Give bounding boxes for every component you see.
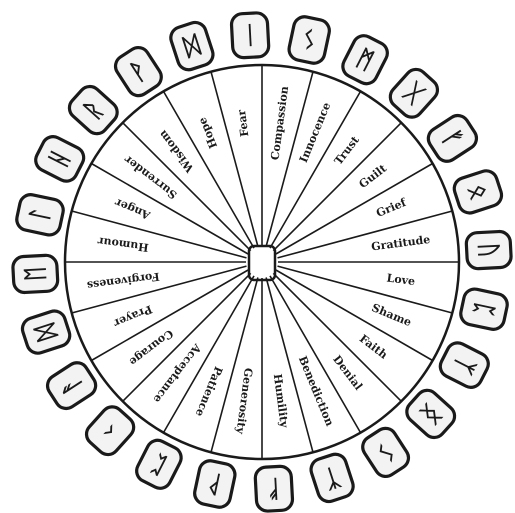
rune-glyph: ᛁ <box>242 21 258 50</box>
rune-tile: ᛉ <box>437 339 493 391</box>
emotion-label: Humour <box>97 234 150 254</box>
rune-tile: ᚲ <box>82 402 138 459</box>
rune-tile: ᛟ <box>451 168 504 216</box>
rune-tile: ᛈ <box>133 437 185 493</box>
spoke-line <box>211 72 258 247</box>
rune-tile: ᚨ <box>43 359 100 413</box>
rune-tile: ᚹ <box>111 43 165 100</box>
rune-tile: ᛝ <box>402 386 459 442</box>
rune-tile: ᛊ <box>359 424 413 481</box>
emotion-label: Fear <box>235 109 251 138</box>
emotion-label: Gratitude <box>370 233 431 254</box>
emotion-label: Guilt <box>357 161 390 191</box>
emotion-label: Shame <box>370 301 414 329</box>
spoke-line <box>72 211 247 258</box>
rune-tile: ᛉ <box>308 451 356 504</box>
spoke-line <box>123 123 251 251</box>
emotion-label: Wisdom <box>156 127 197 175</box>
rune-tile: ᛈ <box>459 287 510 331</box>
center-hub <box>249 246 275 280</box>
emotion-label: Hope <box>196 115 220 150</box>
rune-tile: ᚱ <box>65 82 122 138</box>
spoke-line <box>273 123 401 251</box>
spoke-line <box>273 273 401 401</box>
emotion-label: Forgiveness <box>86 270 160 292</box>
emotion-label: Faith <box>357 332 390 362</box>
rune-tile: ᛗ <box>339 32 391 88</box>
emotion-label: Grief <box>374 195 409 219</box>
rune-glyph: ᛖ <box>21 266 50 282</box>
rune-tile: ᚠ <box>424 111 481 165</box>
rune-tile: ᛁ <box>231 12 269 58</box>
rune-tile: ᚠ <box>255 466 293 512</box>
emotion-label: Trust <box>332 133 363 167</box>
emotion-label: Compassion <box>269 85 292 161</box>
emotion-label: Humility <box>271 373 291 429</box>
rune-tile: ᛞ <box>168 20 216 73</box>
spoke-line <box>278 266 453 313</box>
rune-glyph: ᚠ <box>266 474 282 503</box>
rune-tile: ᚺ <box>32 133 88 185</box>
rune-tile: ᚢ <box>466 231 512 269</box>
emotion-label: Love <box>386 272 416 289</box>
spoke-line <box>123 273 251 401</box>
rune-tile: ᛚ <box>15 193 66 237</box>
emotion-label: Benediction <box>296 354 337 428</box>
rune-tile: ᚹ <box>193 459 237 510</box>
emotion-label: Anger <box>113 196 153 223</box>
emotion-label: Courage <box>127 327 176 369</box>
rune-tile: ᛊ <box>287 15 331 66</box>
rune-glyph: ᚢ <box>474 242 503 258</box>
emotion-label: Prayer <box>112 302 154 330</box>
rune-tile: ᚷ <box>386 65 442 122</box>
rune-tile: ᛖ <box>12 255 58 293</box>
emotion-label: Generosity <box>233 367 255 435</box>
rune-tile: ᛞ <box>20 308 73 356</box>
emotion-label: Surrender <box>121 153 179 202</box>
